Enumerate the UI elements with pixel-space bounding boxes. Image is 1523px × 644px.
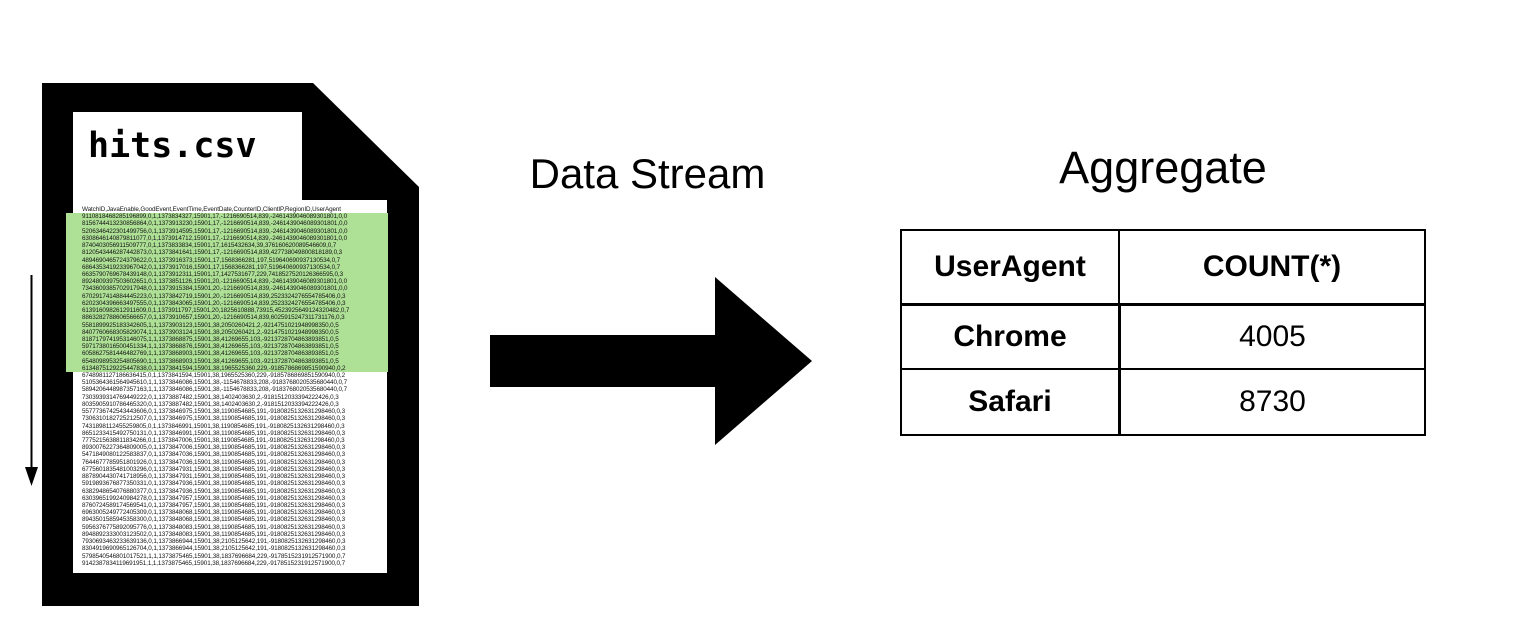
csv-row: 5919893676877350331,0,1,1373847936,15901…: [82, 480, 345, 488]
table-cell-count: 4005: [1118, 306, 1424, 370]
csv-row: 8863282788606566657,0,1,1373910657,15901…: [66, 314, 388, 322]
csv-row: 6702917414884445223,0,1,1373842719,15901…: [66, 292, 388, 300]
csv-row: 5206346422301499756,0,1,1373914595,15901…: [66, 227, 388, 235]
csv-row: 6308646140879811077,0,1,1373914712,15901…: [66, 234, 388, 243]
csv-row: 5577736742543443606,0,1,1373846975,15901…: [82, 408, 345, 416]
csv-row: 8943501585945358300,0,1,1373848068,15901…: [82, 516, 345, 524]
file-name: hits.csv: [88, 126, 257, 166]
table-cell-count: 8730: [1118, 370, 1424, 434]
csv-row: 8651233415492750131,0,1,1373846991,15901…: [82, 429, 345, 437]
csv-row: 6303965199240984278,0,1,1373847957,15901…: [82, 494, 345, 502]
csv-row: 8407760668305829074,1,1,1373903124,15901…: [66, 328, 388, 336]
csv-row: 7431898112455259805,0,1,1373846991,15901…: [82, 422, 345, 430]
csv-row: 7343609385702917948,0,1,1373915384,15901…: [66, 285, 388, 293]
right-arrow-icon: [490, 277, 812, 445]
csv-row: 7930693463233639136,0,1,1373866944,15901…: [82, 538, 346, 546]
csv-row: 7303939314769449222,0,1,1373887482,15901…: [82, 393, 339, 401]
csv-row: 5798540546801017521,1,1,1373875465,15901…: [82, 552, 346, 560]
csv-row: 8760724589174569541,0,1,1373847957,15901…: [82, 501, 345, 509]
csv-rows: 9110818468285196899,0,1,1373834327,15901…: [66, 213, 388, 567]
csv-row: 8740403056911509777,0,1,1373833834,15901…: [66, 242, 388, 250]
csv-row: 8948892333003123502,0,1,1373848083,15901…: [82, 530, 345, 538]
csv-row: 6635790769678439148,0,1,1373912311,15901…: [66, 270, 388, 279]
column-header-useragent: UserAgent: [902, 231, 1118, 306]
csv-row: 6963005249772405309,0,1,1373848068,15901…: [82, 509, 345, 517]
csv-content: WatchID,JavaEnable,GoodEvent,EventTime,E…: [66, 206, 388, 572]
csv-row: 8120543446287442873,0,1,1373841641,15901…: [66, 249, 388, 257]
csv-header-line: WatchID,JavaEnable,GoodEvent,EventTime,E…: [82, 206, 341, 213]
csv-row: 8878904430741718956,0,1,1373847931,15901…: [82, 473, 345, 481]
csv-document-icon: hits.csv WatchID,JavaEnable,GoodEvent,Ev…: [42, 83, 419, 606]
csv-row: 5971738016500451334,1,1,1373868876,15901…: [66, 343, 388, 351]
csv-row: 4894690465724379622,0,1,1373916373,15901…: [66, 256, 388, 264]
csv-row: 7644677785951801926,0,1,1373847036,15901…: [82, 458, 345, 466]
table-cell-agent: Chrome: [902, 306, 1118, 370]
csv-row: 6139160982612911609,0,1,1373911797,15901…: [66, 307, 388, 315]
csv-row: 6775601835481003296,0,1,1373847931,15901…: [82, 465, 345, 473]
csv-row: 6548098953254805690,1,1,1373868903,15901…: [66, 357, 388, 365]
csv-row: 6058627581446482769,1,1,1373868903,15901…: [66, 350, 388, 358]
csv-row: 8035905910786465320,0,1,1373887482,15901…: [82, 400, 339, 408]
csv-row: 5581899925183342605,1,1,1373903123,15901…: [66, 321, 388, 329]
column-header-count: COUNT(*): [1118, 231, 1424, 306]
csv-row: 7306310182725212507,0,1,1373846975,15901…: [82, 415, 345, 423]
csv-row: 7775215638811834266,0,1,1373847006,15901…: [82, 437, 345, 444]
csv-row: 9110818468285196899,0,1,1373834327,15901…: [66, 213, 388, 221]
csv-row: 8304919690965126704,0,1,1373866944,15901…: [82, 545, 346, 553]
table-cell-agent: Safari: [968, 385, 1052, 418]
data-stream-label: Data Stream: [529, 150, 766, 197]
csv-row: 9142387834119691951,1,1,1373875465,15901…: [82, 559, 345, 567]
csv-row: 6382948654076880377,0,1,1373847936,15901…: [82, 487, 345, 495]
csv-row: 6202304396663497555,0,1,1373843065,15901…: [66, 299, 388, 308]
csv-row: 5894206448987357163,1,1,1373846086,15901…: [82, 386, 347, 394]
csv-row: 8924809397503602651,0,1,1373851126,15901…: [66, 278, 388, 286]
csv-row: 5105364361564945610,1,1,1373846086,15901…: [82, 379, 347, 387]
csv-row: 8930076227364809005,0,1,1373847006,15901…: [82, 444, 345, 452]
csv-row: 6748981127186636415,0,1,1373841594,15901…: [82, 372, 345, 380]
aggregate-title: Aggregate: [1059, 142, 1267, 193]
csv-row: 6134875129225447838,0,1,1373841594,15901…: [66, 364, 388, 373]
csv-row: 5471849080122583837,0,1,1373847036,15901…: [82, 451, 345, 459]
csv-row: 5956376775892095776,0,1,1373848083,15901…: [82, 523, 345, 531]
csv-row: 6864353419233967042,0,1,1373917016,15901…: [66, 263, 388, 271]
aggregate-table: UserAgent COUNT(*) Chrome 4005 Safari 87…: [900, 229, 1426, 436]
csv-row: 8187179741953146075,1,1,1373868875,15901…: [66, 335, 388, 344]
csv-row: 8156744413230856864,0,1,1373913230,15901…: [66, 220, 388, 228]
down-arrow-icon: [25, 275, 38, 486]
